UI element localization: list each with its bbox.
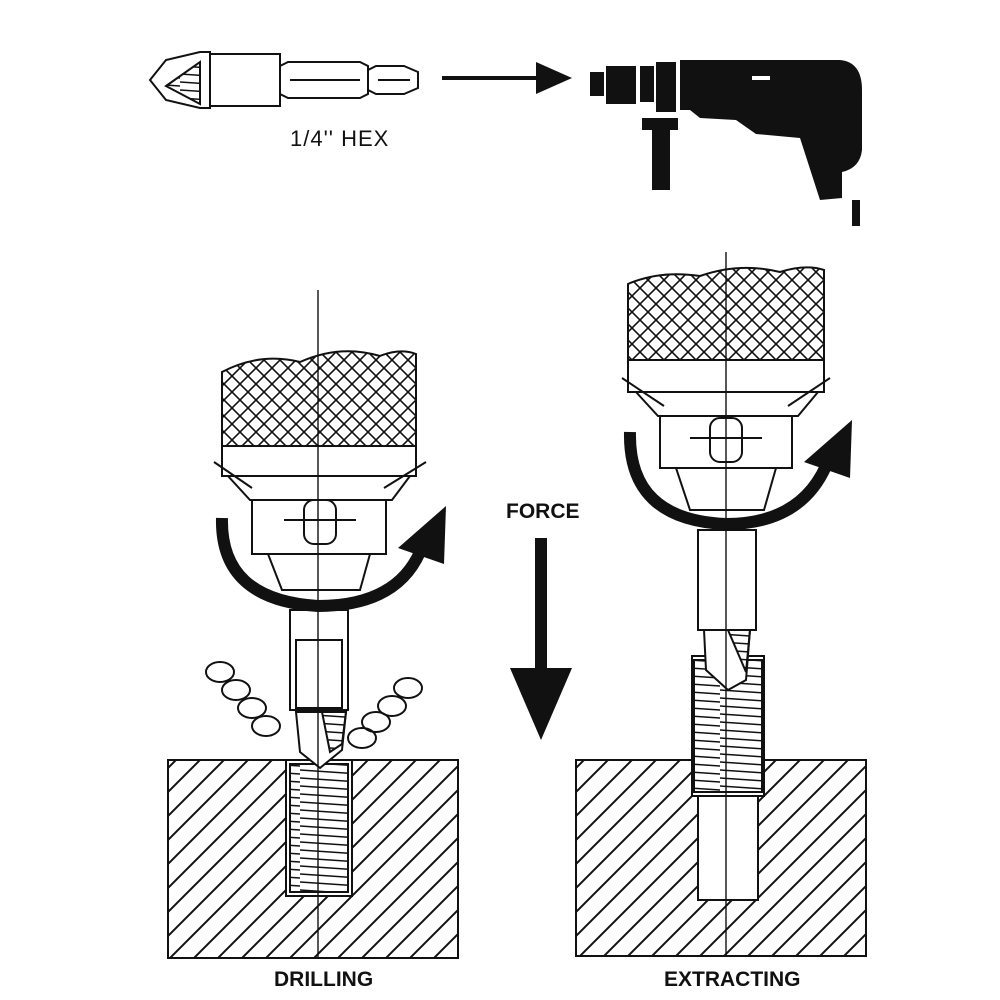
- extracting-label: EXTRACTING: [664, 968, 801, 991]
- drill-bit-icon: [148, 51, 419, 109]
- drilling-label: DRILLING: [274, 968, 373, 991]
- rotation-arrow-icon: [215, 506, 446, 613]
- rotation-arrow-icon: [623, 420, 852, 531]
- arrow-right-icon: [442, 62, 572, 94]
- drilling-illustration: [167, 290, 459, 959]
- arrow-down-icon: [510, 538, 572, 740]
- force-label: FORCE: [506, 500, 580, 523]
- hex-size-label: 1/4'' HEX: [290, 126, 389, 151]
- power-drill-icon: [590, 60, 862, 226]
- extracting-illustration: [575, 252, 867, 957]
